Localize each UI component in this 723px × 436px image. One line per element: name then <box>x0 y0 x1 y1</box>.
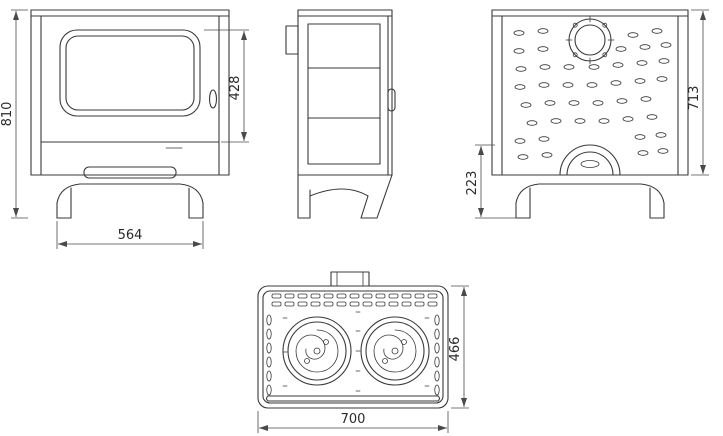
dimension-label-700: 700 <box>341 412 366 427</box>
rear-skirt <box>515 183 665 219</box>
rear-bump <box>559 144 621 176</box>
dimension-rear-height: 713 <box>687 9 709 176</box>
cook-plate-left <box>282 316 352 386</box>
door-window <box>59 29 201 117</box>
side-view <box>285 9 396 219</box>
dimension-label-466: 466 <box>448 337 463 362</box>
dimension-door-height: 428 <box>204 29 249 143</box>
dimension-top-depth: 466 <box>448 285 469 409</box>
side-handle <box>387 88 396 112</box>
front-rail <box>265 395 441 402</box>
top-slots <box>271 293 438 307</box>
front-skirt <box>56 183 204 219</box>
dimension-label-428: 428 <box>228 76 243 101</box>
door-handle <box>208 89 218 109</box>
ash-lip <box>83 166 177 179</box>
front-view <box>30 9 230 219</box>
side-slots <box>266 314 440 396</box>
flue-outlet <box>565 15 615 65</box>
dimension-label-564: 564 <box>118 228 143 243</box>
vent-holes <box>513 28 672 160</box>
dimension-front-height: 810 <box>0 9 28 219</box>
cook-plate-right <box>360 316 430 386</box>
side-panel <box>307 23 381 165</box>
dimension-front-leg-span: 564 <box>56 221 204 249</box>
dimension-label-810: 810 <box>0 102 15 127</box>
dimension-rear-lower: 223 <box>465 144 518 219</box>
door-window-inner <box>65 35 195 111</box>
dimensions: 810 564 428 713 223 <box>0 9 709 433</box>
flue-collar-side <box>285 25 299 55</box>
dimension-top-width: 700 <box>257 411 449 433</box>
rear-view <box>491 9 689 219</box>
front-top-plate <box>30 9 230 17</box>
surface-marks <box>282 311 430 392</box>
top-view <box>257 271 449 409</box>
dimension-label-713: 713 <box>687 86 702 111</box>
dimension-label-223: 223 <box>465 171 480 196</box>
